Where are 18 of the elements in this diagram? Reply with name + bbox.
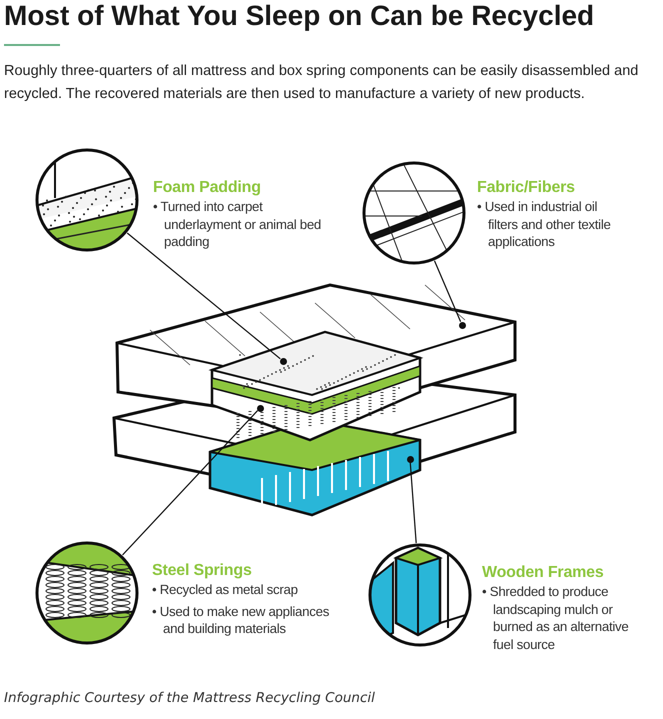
leader-line [434,260,462,322]
fabric-closeup-drawing [362,161,466,265]
intro-paragraph: Roughly three-quarters of all mattress and box spring components can be easily disassembled and recycled. The recovered materials are then used to manufacture a variety of new products. [4,62,640,104]
callout-heading: Wooden Frames [482,564,605,582]
bullet-text: • Used to make new appliances and building materials [152,602,330,638]
caption: Infographic Courtesy of the Mattress Recycling Council [4,690,375,706]
callout-heading: Foam Padding [153,179,262,197]
leader-line [126,232,281,360]
title: Most of What You Sleep on Can be Recycled [4,0,594,32]
bullet-text: • Shredded to produce landscaping mulch or burned as an alternative fuel source [482,583,630,653]
frame-closeup-drawing [368,543,472,647]
callout-heading: Steel Springs [152,562,253,580]
callout-heading: Fabric/Fibers [477,179,576,197]
bullet-text: • Turned into carpet underlayment or animal bed padding [153,198,322,250]
leader-line [122,410,258,556]
foam-closeup-drawing [35,148,139,252]
bullet-text: • Recycled as metal scrap [152,581,299,598]
bullet-text: • Used in industrial oil filters and other textile applications [477,198,612,250]
